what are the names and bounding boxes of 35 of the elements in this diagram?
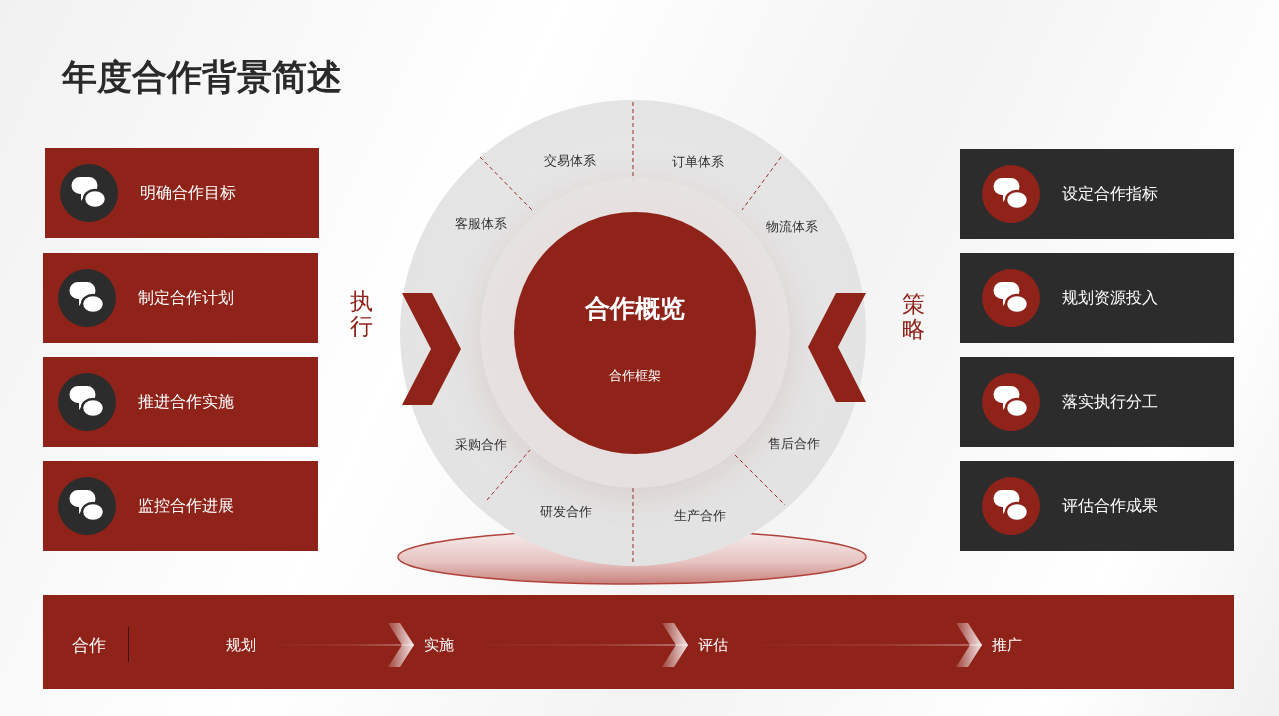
card-label: 制定合作计划 [138,288,234,308]
step-label: 实施 [424,636,454,654]
page-title: 年度合作背景简述 [62,56,342,98]
center-subtitle: 合作框架 [609,368,661,384]
card-label: 设定合作指标 [1062,184,1158,204]
task-card [960,461,1234,551]
segment-label: 物流体系 [766,218,818,234]
segment-label: 采购合作 [455,436,507,452]
side-label: 执行 [349,289,374,340]
step-label: 推广 [992,636,1022,654]
card-label: 落实执行分工 [1062,392,1158,412]
segment-label: 生产合作 [674,507,726,523]
task-card [45,148,319,238]
task-card [960,149,1234,239]
process-bar [43,595,1234,689]
task-card [960,357,1234,447]
task-card [43,461,318,551]
step-label: 规划 [226,636,256,654]
segment-label: 交易体系 [544,152,596,168]
center-title: 合作概览 [585,294,685,324]
card-label: 评估合作成果 [1062,496,1158,516]
card-label: 明确合作目标 [140,183,236,203]
segment-label: 售后合作 [768,435,820,451]
segment-label: 客服体系 [455,215,507,231]
card-label: 规划资源投入 [1062,288,1158,308]
bar-heading: 合作 [72,634,106,656]
segment-label: 研发合作 [540,503,592,519]
task-card [43,357,318,447]
step-label: 评估 [698,636,728,654]
task-card [960,253,1234,343]
segment-label: 订单体系 [672,153,724,169]
card-label: 监控合作进展 [138,496,234,516]
task-card [43,253,318,343]
card-label: 推进合作实施 [138,392,234,412]
side-label: 策略 [901,292,926,343]
